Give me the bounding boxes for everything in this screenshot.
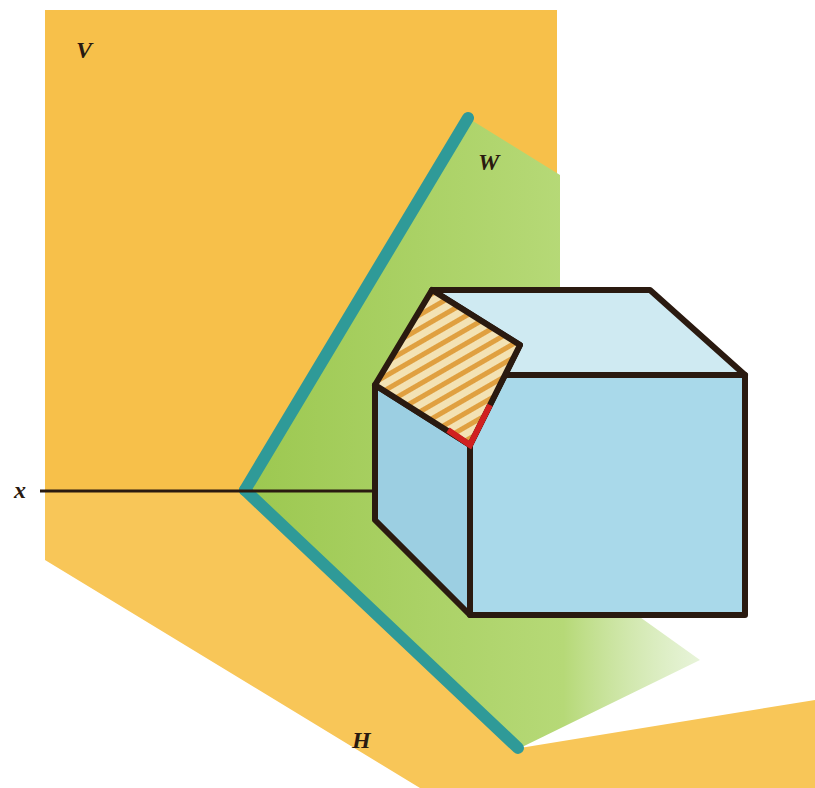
section-face <box>375 290 520 445</box>
plane-label: W <box>478 150 499 174</box>
cut-cube <box>375 290 745 615</box>
section-edge <box>448 405 490 445</box>
plane-label: V <box>76 38 92 62</box>
cube-front-face <box>470 375 745 615</box>
x-axis <box>40 490 378 493</box>
plane-label: H <box>352 728 371 752</box>
plane-label: x <box>14 478 26 502</box>
